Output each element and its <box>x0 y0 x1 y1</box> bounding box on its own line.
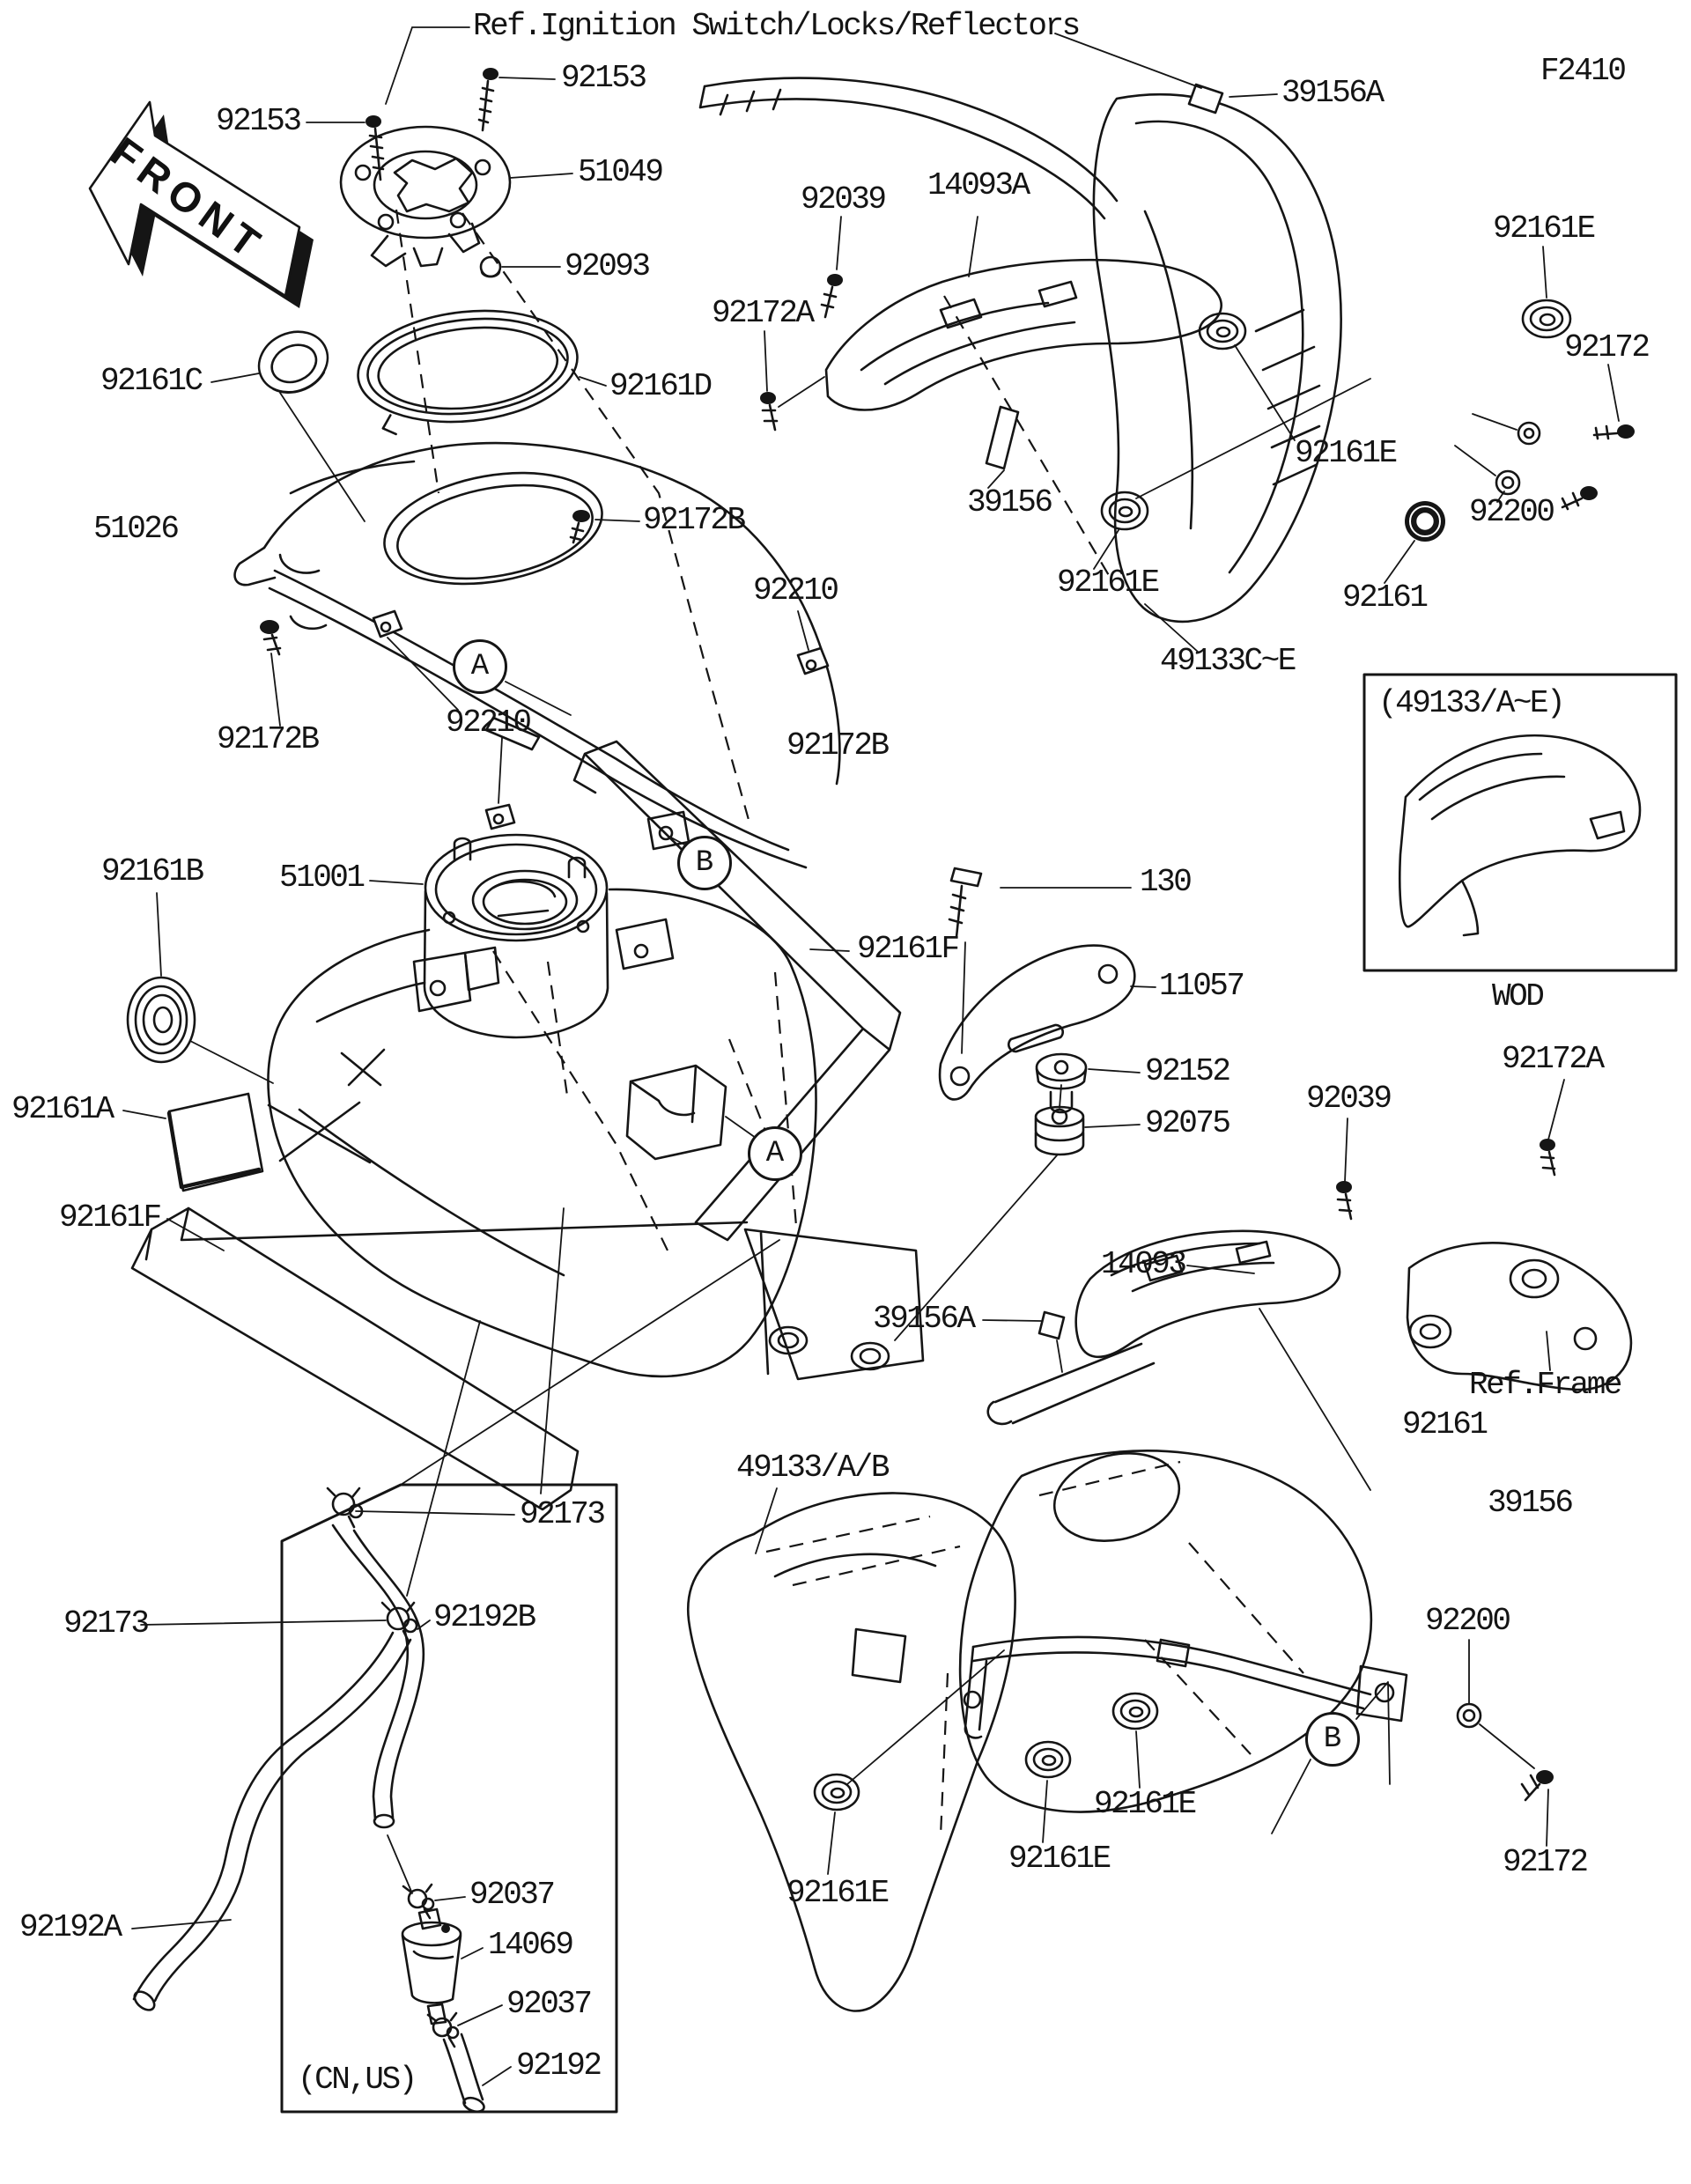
fuel-cap-assembly <box>210 26 752 827</box>
pn-92037-a: 92037 <box>469 1876 556 1913</box>
grommet-92161E-mid <box>1198 312 1247 350</box>
pn-92161F-a: 92161F <box>857 930 960 967</box>
inset-footer: WOD <box>1492 978 1545 1015</box>
pn-92173-a: 92173 <box>520 1495 606 1532</box>
pn-49133AB: 49133/A/B <box>736 1449 890 1486</box>
pn-92039-a: 92039 <box>801 181 887 218</box>
grommet-92161E-bm <box>1024 1740 1072 1779</box>
pn-92172A-a: 92172A <box>712 294 815 331</box>
pn-92037-b: 92037 <box>506 1985 593 2022</box>
tank-bracket-group <box>894 867 1156 1341</box>
pn-92210-a: 92210 <box>753 572 839 609</box>
detail-circle-A: A <box>453 639 507 694</box>
pn-f2410: F2410 <box>1540 52 1627 89</box>
lower-shroud-assembly <box>686 1079 1633 2012</box>
right-shroud-assembly <box>698 33 1635 623</box>
pn-39156-b: 39156 <box>1488 1484 1574 1521</box>
grommet-92161E-bl <box>813 1773 860 1811</box>
pn-92093: 92093 <box>565 247 651 284</box>
pn-92161A: 92161A <box>11 1090 114 1127</box>
pn-39156-a: 39156 <box>967 483 1053 520</box>
pn-92039-b: 92039 <box>1306 1080 1392 1117</box>
clamp-92037-b <box>426 2011 460 2048</box>
pn-92161E-d: 92161E <box>1094 1785 1197 1822</box>
grommet-92161E-left <box>1100 491 1149 531</box>
pn-14093: 14093 <box>1101 1245 1187 1282</box>
pn-92192B: 92192B <box>433 1598 536 1635</box>
pn-51026: 51026 <box>93 510 180 547</box>
pn-92210-b: 92210 <box>446 704 532 741</box>
pn-92172-b: 92172 <box>1503 1843 1589 1880</box>
pn-92172-a: 92172 <box>1564 328 1650 365</box>
pn-130: 130 <box>1140 863 1193 900</box>
inset-caption: (49133/A~E) <box>1378 684 1566 721</box>
pn-92173-b: 92173 <box>63 1605 150 1642</box>
pn-92161B: 92161B <box>101 852 204 889</box>
pn-92161E-a: 92161E <box>1493 210 1596 247</box>
detail-circle-B: B <box>1305 1712 1360 1767</box>
pn-51049: 51049 <box>578 153 664 190</box>
pn-92161C: 92161C <box>100 362 203 399</box>
pn-14069: 14069 <box>488 1926 574 1963</box>
pn-92161-a: 92161 <box>1342 579 1429 616</box>
pn-51001: 51001 <box>279 859 366 896</box>
pn-92172B-c: 92172B <box>786 727 890 764</box>
pn-92172B-b: 92172B <box>217 720 320 757</box>
pn-14093A: 14093A <box>927 166 1030 203</box>
pn-92172B-a: 92172B <box>643 501 746 538</box>
pn-11057: 11057 <box>1159 967 1245 1004</box>
pn-92161E-b: 92161E <box>1295 434 1398 471</box>
ref-frame: Ref.Frame <box>1469 1366 1622 1403</box>
pn-92200-b: 92200 <box>1425 1602 1511 1639</box>
detail-circle-A: A <box>748 1126 802 1181</box>
grommet-92161E-br <box>1111 1692 1159 1730</box>
detail-circle-B: B <box>677 836 732 890</box>
pn-92161-b: 92161 <box>1402 1406 1488 1442</box>
pn-92172A-b: 92172A <box>1502 1040 1605 1077</box>
tank-cover-51026 <box>233 441 841 869</box>
pn-92192A: 92192A <box>19 1908 122 1945</box>
inset-box <box>1362 673 1678 972</box>
region-note: (CN,US) <box>298 2061 417 2098</box>
pn-92152: 92152 <box>1145 1052 1231 1089</box>
leader-49133CE <box>1144 603 1199 653</box>
hose-group <box>131 1207 780 2114</box>
pn-39156A-b: 39156A <box>873 1300 976 1337</box>
pn-92161E-e: 92161E <box>1008 1840 1111 1877</box>
pn-92161E-f: 92161E <box>786 1874 890 1911</box>
pn-92161D: 92161D <box>609 367 713 404</box>
pn-49133CE: 49133C~E <box>1160 642 1296 679</box>
pn-92161F-b: 92161F <box>59 1199 162 1236</box>
pn-39156A-a: 39156A <box>1281 74 1385 111</box>
pn-92153-b: 92153 <box>216 102 302 139</box>
grommet-92161E-top <box>1521 299 1572 339</box>
pn-92200-a: 92200 <box>1469 493 1555 530</box>
pn-92161E-c: 92161E <box>1057 564 1160 601</box>
pn-92153-a: 92153 <box>561 59 647 96</box>
pn-92192: 92192 <box>516 2047 602 2084</box>
ref-ignition: Ref.Ignition Switch/Locks/Reflectors <box>473 7 1081 44</box>
pn-92075: 92075 <box>1145 1104 1231 1141</box>
fuel-tank-51001 <box>122 740 925 1511</box>
